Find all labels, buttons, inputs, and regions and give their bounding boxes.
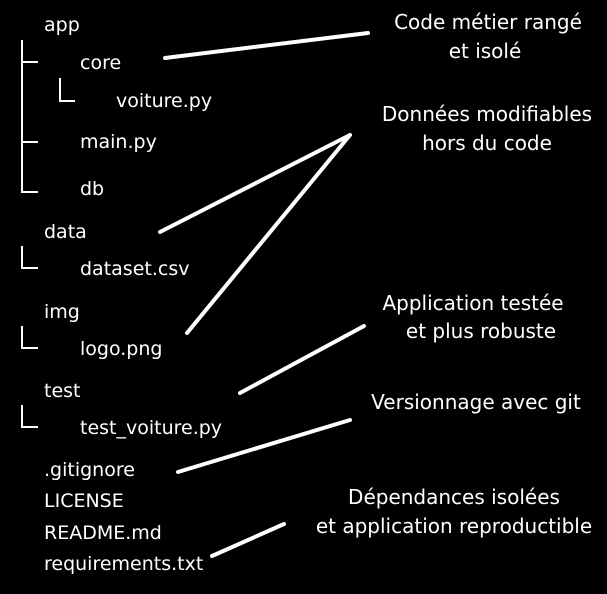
tree-item-db[interactable]: db: [48, 178, 104, 200]
tree-item-test-voiture[interactable]: test_voiture.py: [49, 417, 222, 439]
tree-item-dataset[interactable]: dataset.csv: [49, 258, 189, 280]
file-icon: [14, 490, 28, 510]
annotation-test: Application testée et plus robuste: [382, 291, 563, 343]
item-label: logo.png: [80, 338, 162, 360]
pointer-test: [238, 324, 366, 395]
item-label: test: [44, 380, 81, 402]
pointer-data-dataset: [158, 133, 352, 234]
item-label: db: [80, 178, 104, 200]
item-label: main.py: [80, 131, 157, 153]
pointer-git: [176, 418, 352, 474]
pointer-code: [163, 31, 370, 60]
tree-item-test[interactable]: test: [11, 380, 81, 402]
item-label: requirements.txt: [44, 553, 203, 575]
tree-item-main[interactable]: main.py: [49, 131, 157, 153]
tree-item-license[interactable]: LICENSE: [14, 490, 124, 512]
annotation-git: Versionnage avec git: [371, 390, 581, 414]
item-label: .gitignore: [44, 459, 135, 481]
annotation-text: Dépendances isolées: [348, 485, 560, 509]
annotation-deps: Dépendances isolées et application repro…: [316, 485, 592, 538]
tree-item-data[interactable]: data: [11, 221, 87, 243]
item-label: app: [44, 14, 80, 36]
annotation-text: et application reproductible: [316, 514, 592, 538]
item-label: core: [80, 52, 121, 74]
annotation-text: Application testée: [382, 291, 563, 315]
file-icon: [49, 132, 63, 152]
file-icon: [14, 459, 28, 479]
folder-icon: [48, 180, 68, 196]
item-label: img: [44, 301, 80, 323]
file-icon: [49, 258, 63, 278]
tree-item-voiture[interactable]: voiture.py: [87, 90, 212, 112]
item-label: dataset.csv: [80, 258, 189, 280]
tree-connectors: [21, 40, 75, 428]
pointer-deps: [210, 522, 286, 558]
folder-icon: [11, 303, 31, 319]
tree-item-img[interactable]: img: [11, 301, 80, 323]
tree-item-app[interactable]: app: [11, 14, 80, 36]
tree-item-requirements[interactable]: requirements.txt: [14, 553, 203, 575]
annotation-text: Code métier rangé: [394, 10, 582, 34]
annotation-text: et isolé: [449, 39, 522, 63]
annotation-text: et plus robuste: [406, 319, 556, 343]
annotation-text: hors du code: [422, 131, 552, 155]
annotation-pointers: [158, 31, 370, 558]
item-label: data: [44, 221, 87, 243]
file-icon: [87, 90, 101, 110]
folder-icon: [11, 223, 31, 239]
folder-icon: [11, 382, 31, 398]
item-label: LICENSE: [44, 490, 124, 512]
item-label: voiture.py: [116, 90, 212, 112]
folder-icon: [48, 54, 68, 70]
tree-item-gitignore[interactable]: .gitignore: [14, 459, 135, 481]
annotation-text: Versionnage avec git: [371, 390, 581, 414]
item-label: test_voiture.py: [80, 417, 222, 439]
tree-item-logo[interactable]: logo.png: [49, 338, 162, 360]
item-label: README.md: [44, 522, 162, 544]
annotation-text: Données modifiables: [382, 102, 592, 126]
pointer-data-logo: [185, 133, 352, 335]
tree-item-core[interactable]: core: [48, 52, 121, 74]
file-icon: [49, 417, 63, 437]
folder-icon: [11, 15, 31, 31]
file-icon: [14, 553, 28, 573]
file-icon: [14, 522, 28, 542]
annotation-data: Données modifiables hors du code: [382, 102, 592, 155]
file-icon: [49, 338, 63, 358]
annotation-code: Code métier rangé et isolé: [394, 10, 582, 63]
tree-item-readme[interactable]: README.md: [14, 522, 162, 544]
